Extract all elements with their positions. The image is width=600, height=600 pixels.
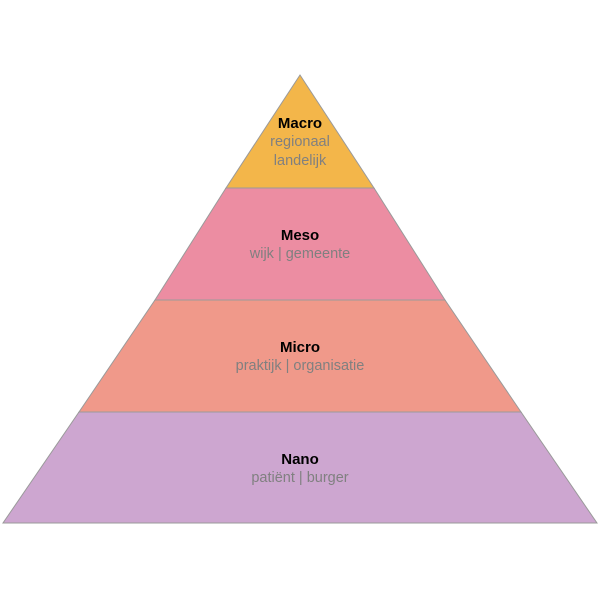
tier-nano-subtitle: patiënt | burger (251, 470, 349, 486)
tier-meso-label: Meso wijk | gemeente (0, 226, 600, 264)
tier-nano-title: Nano (281, 451, 319, 468)
tier-macro-label: Macro regionaal landelijk (0, 114, 600, 171)
tier-micro-subtitle: praktijk | organisatie (235, 358, 365, 374)
tier-meso-subtitle: wijk | gemeente (249, 246, 351, 262)
tier-micro-label: Micro praktijk | organisatie (0, 338, 600, 376)
tier-macro-subtitle-line-2: landelijk (273, 153, 327, 169)
tier-meso-title: Meso (280, 227, 320, 244)
tier-macro-shape (225, 74, 375, 189)
tier-nano-label: Nano patiënt | burger (0, 450, 600, 488)
tier-macro-title: Macro (277, 115, 323, 132)
tier-micro-title: Micro (279, 339, 320, 356)
tier-macro-subtitle-line-1: regionaal (270, 134, 330, 150)
